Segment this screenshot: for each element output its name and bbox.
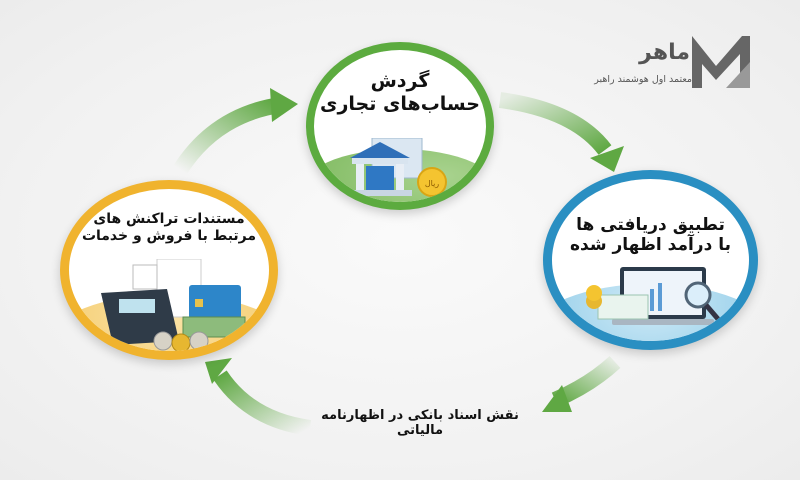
step-transaction-documents: مستندات تراکنش های مرتبط با فروش و خدمات bbox=[60, 180, 278, 360]
pos-terminal-icon bbox=[101, 259, 246, 351]
m-logo-icon bbox=[692, 36, 750, 88]
arrow-bottom-to-left bbox=[205, 358, 312, 436]
arrow-right-to-bottom bbox=[542, 356, 621, 412]
bank-icon: ریال bbox=[350, 138, 447, 197]
step-title-line2: حساب‌های تجاری bbox=[320, 92, 480, 115]
diagram-caption: نقش اسناد بانکی در اظهارنامه مالیاتی bbox=[321, 408, 519, 438]
arrow-left-to-top bbox=[173, 88, 298, 175]
laptop-report-icon bbox=[586, 267, 720, 325]
step-title-line1: مستندات تراکنش های bbox=[93, 211, 245, 227]
step-business-accounts: گردش حساب‌های تجاری ریال bbox=[306, 42, 494, 210]
step-title-line2: مرتبط با فروش و خدمات bbox=[81, 227, 257, 244]
logo-tagline: معتمد اول هوشمند راهبر bbox=[594, 74, 692, 85]
maher-logo: ماهر معتمد اول هوشمند راهبر bbox=[580, 34, 750, 94]
coin-label: ریال bbox=[425, 179, 439, 188]
arrow-top-to-right bbox=[498, 92, 624, 172]
step-title-line1: تطبیق دریافتی ها bbox=[576, 215, 725, 235]
logo-brand: ماهر bbox=[639, 40, 690, 65]
step-title-line2: با درآمد اظهار شده bbox=[569, 235, 731, 256]
step-title-line1: گردش bbox=[370, 70, 430, 92]
step-reconcile-receipts: تطبیق دریافتی ها با درآمد اظهار شده bbox=[543, 170, 758, 350]
